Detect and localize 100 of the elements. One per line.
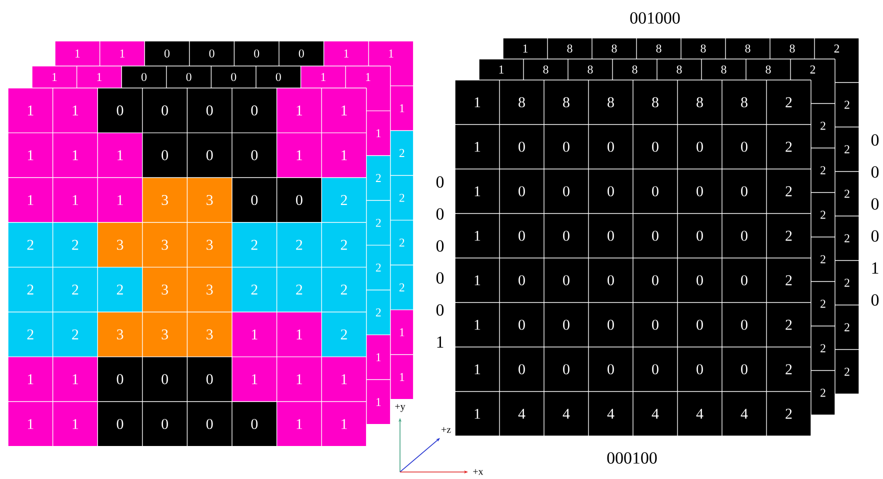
cell-value: 1 <box>296 150 302 160</box>
cell-value: 1 <box>296 105 302 116</box>
cell-value: 2 <box>27 329 34 340</box>
cell-value: 2 <box>340 329 347 340</box>
bit-digit: 1 <box>872 262 878 274</box>
cell-value: 2 <box>27 240 34 250</box>
cell-value: 0 <box>563 364 570 374</box>
cell-value: 2 <box>376 264 381 272</box>
cell-value: 0 <box>563 320 570 330</box>
cell-value: 1 <box>400 328 404 336</box>
cell-value: 2 <box>844 190 850 198</box>
cell-value: 8 <box>518 97 525 108</box>
cell-value: 0 <box>116 374 124 384</box>
cell-value: 1 <box>72 374 78 384</box>
cell-value: 1 <box>28 195 34 205</box>
cell-value: 2 <box>399 149 404 157</box>
cell-value: 1 <box>389 50 394 58</box>
cell-value: 0 <box>518 142 525 152</box>
cell-value: 0 <box>652 230 658 241</box>
cell-value: 1 <box>474 275 480 286</box>
cell-value: 2 <box>72 329 78 340</box>
cell-value: 8 <box>612 44 617 53</box>
cell-value: 1 <box>376 398 381 406</box>
cell-value: 1 <box>400 104 404 112</box>
cell-value: 1 <box>474 97 480 108</box>
cell-value: 0 <box>741 364 748 374</box>
cell-value: 1 <box>474 230 480 241</box>
cell-value: 1 <box>474 142 480 152</box>
cell-value: 0 <box>251 418 258 430</box>
cell-value: 0 <box>162 374 168 384</box>
cell-value: 0 <box>652 142 658 152</box>
cell-value: 1 <box>120 50 124 58</box>
bit-digit: 0 <box>436 272 444 284</box>
cell-value: 0 <box>296 194 302 206</box>
cell-value: 0 <box>251 105 258 116</box>
cell-value: 2 <box>72 284 78 295</box>
cell-value: 2 <box>27 284 34 295</box>
cell-value: 1 <box>72 195 78 205</box>
cell-value: 1 <box>342 374 347 384</box>
cell-value: 4 <box>607 408 614 419</box>
cell-value: 0 <box>741 275 748 286</box>
cell-value: 0 <box>608 230 614 241</box>
cell-value: 0 <box>162 150 168 160</box>
cell-value: 1 <box>321 73 326 81</box>
cell-value: 2 <box>376 308 381 316</box>
cell-value: 8 <box>567 44 572 53</box>
cell-value: 3 <box>162 194 168 205</box>
cell-value: 1 <box>342 105 347 116</box>
cell-value: 2 <box>296 240 302 250</box>
cell-value: 4 <box>696 408 704 419</box>
cell-value: 2 <box>786 186 792 196</box>
cell-value: 0 <box>276 72 281 82</box>
cell-value: 0 <box>518 275 525 286</box>
cell-value: 0 <box>251 194 258 206</box>
cell-value: 4 <box>740 408 748 419</box>
cell-value: 2 <box>820 166 826 174</box>
cell-value: 0 <box>206 374 213 384</box>
cell-value: 2 <box>251 284 258 295</box>
cell-value: 0 <box>206 150 213 160</box>
cell-value: 1 <box>118 150 123 160</box>
cell-value: 1 <box>400 373 404 381</box>
cell-value: 1 <box>28 419 34 429</box>
cell-value: 0 <box>164 49 170 58</box>
cell-value: 2 <box>251 240 258 250</box>
cell-value: 3 <box>206 240 213 250</box>
cell-value: 0 <box>563 275 570 286</box>
bit-digit: 0 <box>436 176 444 188</box>
cell-value: 8 <box>700 44 706 53</box>
cell-value: 0 <box>741 186 748 196</box>
cell-value: 0 <box>652 186 658 196</box>
cell-value: 1 <box>376 129 381 138</box>
cell-value: 0 <box>608 364 614 374</box>
cell-value: 0 <box>741 230 748 241</box>
bit-digit: 0 <box>871 230 879 242</box>
cell-value: 0 <box>608 320 614 330</box>
cell-value: 1 <box>118 195 123 205</box>
cell-value: 8 <box>721 65 726 74</box>
cell-value: 8 <box>745 44 750 53</box>
cell-value: 8 <box>563 97 570 108</box>
bit-digit: 0 <box>436 208 444 220</box>
cell-value: 0 <box>608 186 614 196</box>
cell-value: 0 <box>231 72 236 82</box>
cell-value: 1 <box>523 44 528 52</box>
cell-value: 2 <box>834 44 840 52</box>
cell-value: 0 <box>518 364 525 374</box>
bit-digit: 0 <box>436 304 444 316</box>
cell-value: 1 <box>28 150 34 160</box>
cell-value: 1 <box>342 419 347 429</box>
axis-label: +z <box>441 427 451 433</box>
cell-value: 8 <box>543 65 548 74</box>
cell-value: 0 <box>141 72 147 82</box>
cell-value: 1 <box>342 150 347 160</box>
cell-value: 1 <box>75 50 80 58</box>
cell-value: 2 <box>786 364 792 374</box>
cell-value: 1 <box>72 419 78 429</box>
cell-value: 1 <box>252 329 258 340</box>
cell-value: 2 <box>399 238 404 247</box>
cell-value: 1 <box>366 73 370 81</box>
cell-value: 8 <box>652 97 658 108</box>
cell-value: 0 <box>608 142 614 152</box>
